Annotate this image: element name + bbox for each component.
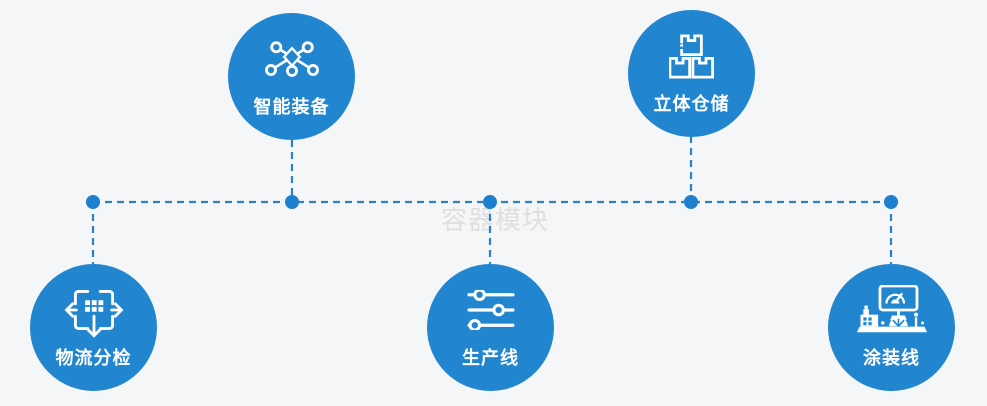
sliders-icon xyxy=(466,284,515,336)
network-nodes-icon xyxy=(264,33,320,85)
node-label: 立体仓储 xyxy=(653,94,730,115)
stacked-boxes-icon xyxy=(669,30,714,82)
node-coating-line: 涂装线 xyxy=(828,264,955,391)
control-station-icon xyxy=(855,284,929,336)
node-label: 智能装备 xyxy=(253,97,330,118)
junction-dot xyxy=(684,195,698,209)
node-label: 涂装线 xyxy=(863,348,920,369)
watermark: 容器模块 xyxy=(441,206,550,236)
junction-dot xyxy=(285,195,299,209)
node-production-line: 生产线 xyxy=(427,264,554,391)
node-warehouse: 立体仓储 xyxy=(628,10,755,137)
node-label: 生产线 xyxy=(462,348,519,369)
node-smart-equipment: 智能装备 xyxy=(228,13,355,140)
junction-dot xyxy=(483,195,497,209)
sort-distribute-icon xyxy=(63,284,125,338)
junction-dot xyxy=(884,195,898,209)
node-label: 物流分检 xyxy=(55,348,132,369)
junction-dot xyxy=(86,195,100,209)
node-logistics-sorting: 物流分检 xyxy=(30,264,157,391)
